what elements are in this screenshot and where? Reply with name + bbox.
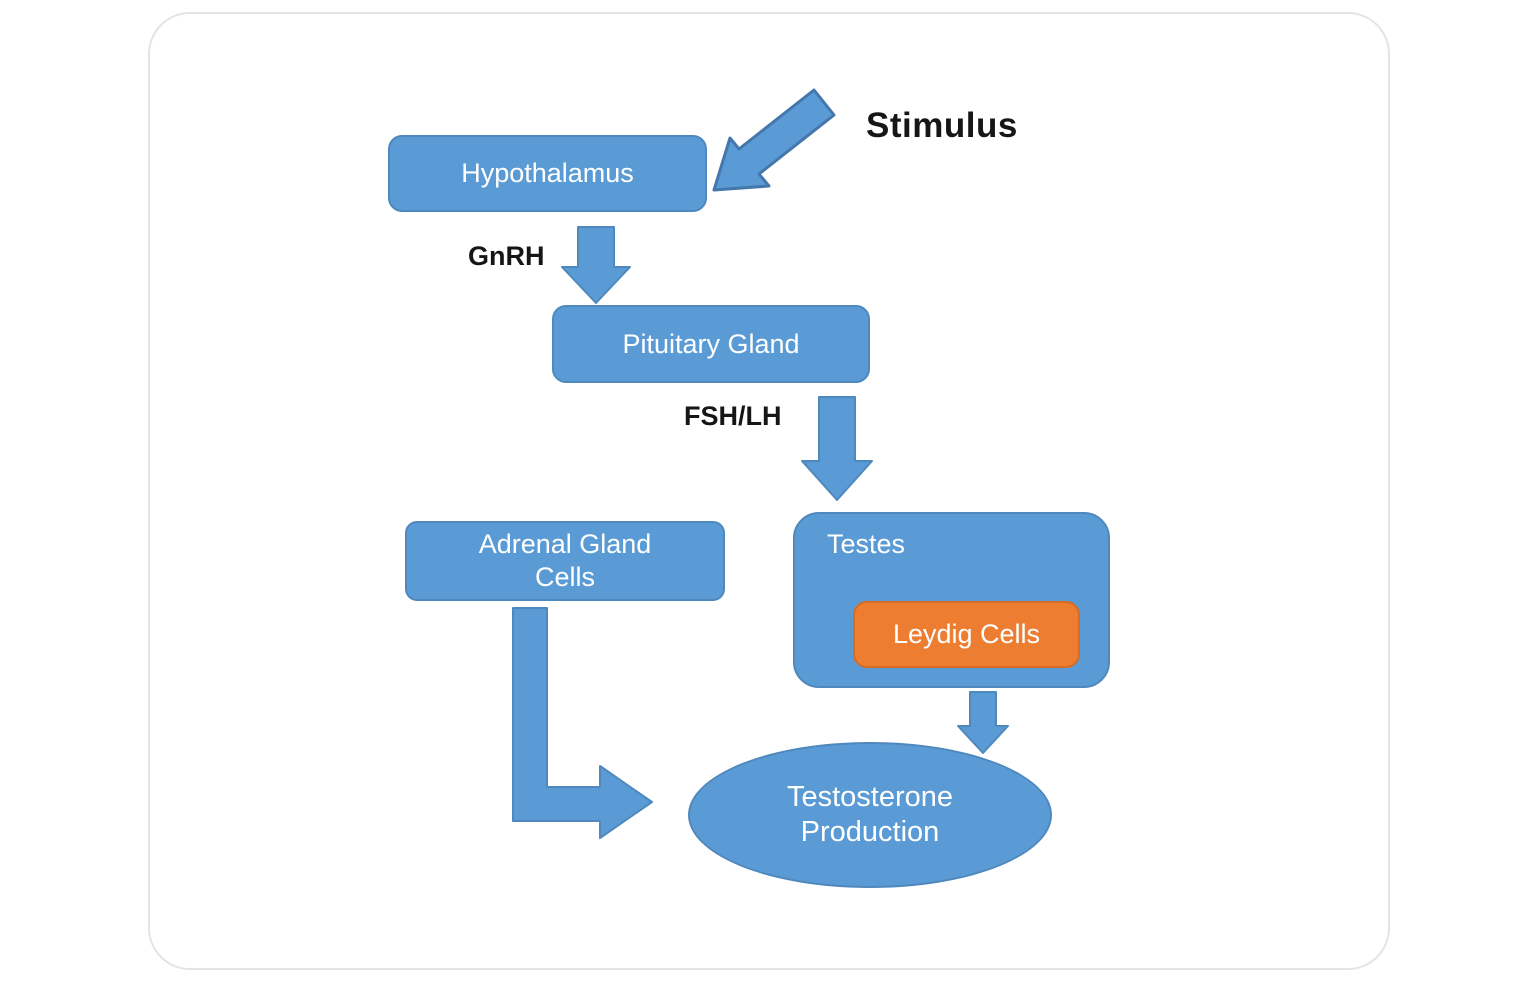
node-hypothalamus: Hypothalamus [388, 135, 707, 212]
stimulus-label: Stimulus [866, 106, 1018, 145]
node-adrenal-gland-cells: Adrenal Gland Cells [405, 521, 725, 601]
node-leydig-cells: Leydig Cells [853, 601, 1080, 668]
node-testes-label: Testes [827, 529, 906, 559]
node-pituitary-gland: Pituitary Gland [552, 305, 870, 383]
node-hypothalamus-label: Hypothalamus [461, 158, 634, 189]
node-adrenal-gland-cells-label: Adrenal Gland Cells [478, 529, 652, 592]
node-testosterone-production: Testosterone Production [688, 742, 1052, 888]
node-pituitary-gland-label: Pituitary Gland [622, 328, 800, 359]
gnrh-label: GnRH [468, 241, 545, 271]
node-leydig-cells-label: Leydig Cells [892, 619, 1041, 650]
fshlh-label: FSH/LH [684, 401, 782, 431]
